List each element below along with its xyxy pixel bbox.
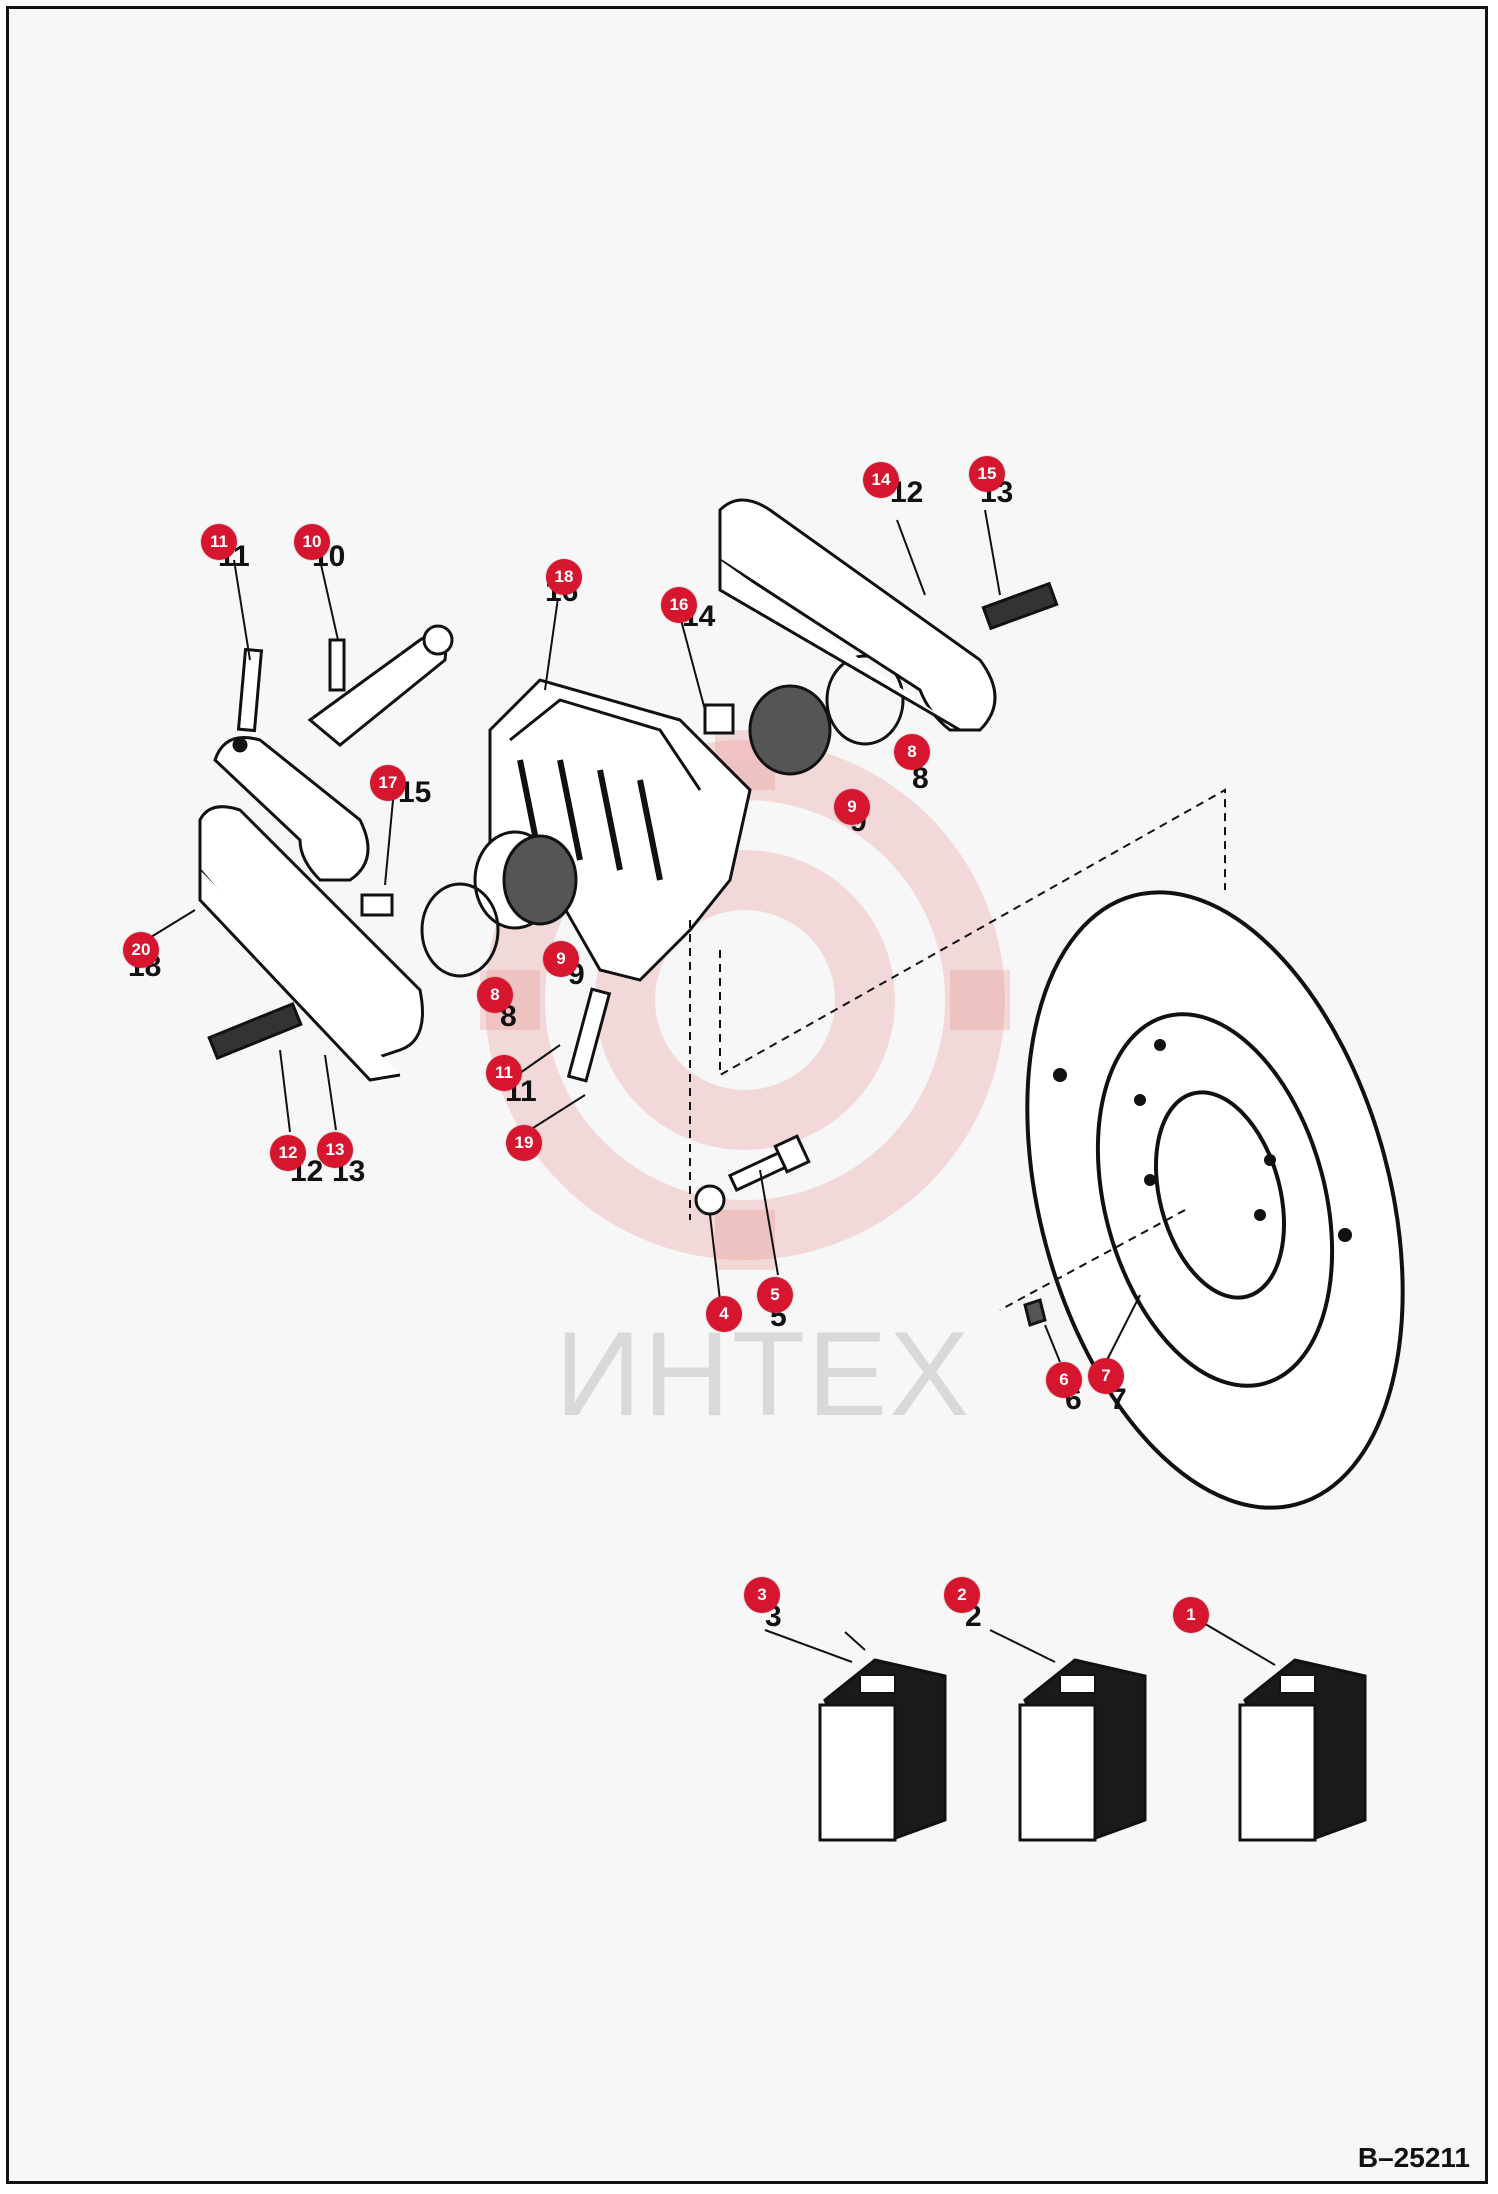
callout-9-left[interactable]: 9 (543, 941, 579, 977)
callout-16[interactable]: 16 (661, 587, 697, 623)
watermark-gear-logo (485, 740, 1005, 1260)
callout-11-top[interactable]: 11 (201, 524, 237, 560)
callout-3[interactable]: 3 (744, 1577, 780, 1613)
callout-8-left[interactable]: 8 (477, 977, 513, 1013)
adjuster-link (307, 624, 454, 747)
right-link (718, 498, 997, 732)
callout-12[interactable]: 12 (270, 1135, 306, 1171)
callout-10[interactable]: 10 (294, 524, 330, 560)
callout-7[interactable]: 7 (1088, 1358, 1124, 1394)
callout-13[interactable]: 13 (317, 1132, 353, 1168)
screw (1023, 1298, 1047, 1327)
callout-17[interactable]: 17 (370, 765, 406, 801)
brake-pad-2 (1018, 1658, 1147, 1842)
callout-8-right[interactable]: 8 (894, 734, 930, 770)
drawing-code: B–25211 (1357, 2142, 1470, 2173)
callout-6[interactable]: 6 (1046, 1362, 1082, 1398)
callout-4[interactable]: 4 (706, 1296, 742, 1332)
assembly-lines (689, 788, 1226, 1311)
callout-18[interactable]: 18 (546, 559, 582, 595)
callout-19[interactable]: 19 (506, 1125, 542, 1161)
printed-number: 8 (912, 762, 929, 795)
callout-15[interactable]: 15 (969, 456, 1005, 492)
piston-left (420, 830, 578, 978)
callout-9-right[interactable]: 9 (834, 789, 870, 825)
left-threaded-stud (207, 1001, 303, 1061)
brake-pad-3 (818, 1658, 947, 1842)
watermark-text: ИНТЕХ (555, 1307, 972, 1441)
bolt-and-nut (694, 1134, 811, 1216)
callout-11-bottom[interactable]: 11 (486, 1055, 522, 1091)
right-threaded-stud (981, 581, 1059, 631)
left-link-upper (213, 736, 370, 882)
disc-holes (1053, 1039, 1352, 1242)
brake-disc (1025, 890, 1405, 1510)
callout-2[interactable]: 2 (944, 1577, 980, 1613)
callout-20[interactable]: 20 (123, 932, 159, 968)
callout-1[interactable]: 1 (1173, 1597, 1209, 1633)
callout-5[interactable]: 5 (757, 1277, 793, 1313)
pins-left (236, 638, 612, 1083)
left-link-lower (198, 805, 424, 1082)
callout-14[interactable]: 14 (863, 462, 899, 498)
brake-pad-1 (1238, 1658, 1367, 1842)
